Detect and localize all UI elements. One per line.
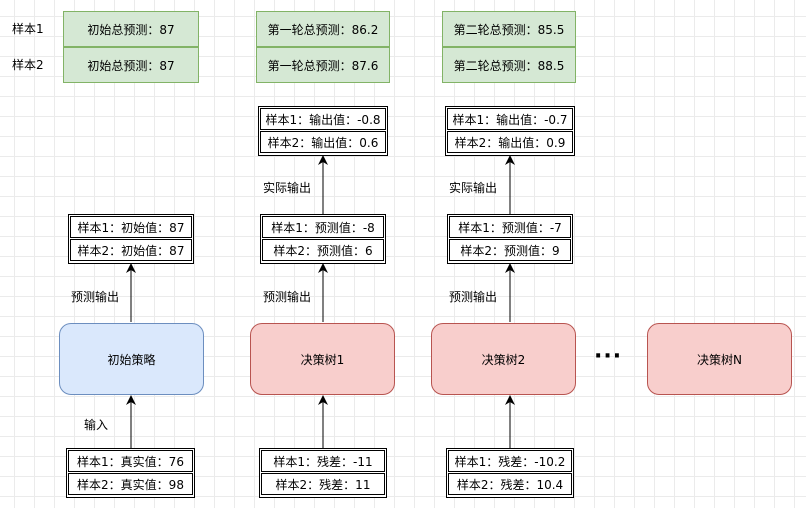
input-row-sample1: 样本1：真实值：76 bbox=[68, 450, 193, 472]
summary-initial-sample1: 初始总预测：87 bbox=[63, 11, 199, 47]
prediction-table-tree2: 样本1：预测值：-7 样本2：预测值：9 bbox=[447, 214, 573, 264]
edge-label-actual-output-tree2: 实际输出 bbox=[449, 181, 498, 195]
prediction-row-sample1: 样本1：预测值：-7 bbox=[449, 216, 571, 238]
prediction-row-sample1: 样本1：初始值：87 bbox=[70, 216, 192, 238]
summary-initial-sample2: 初始总预测：87 bbox=[63, 47, 199, 83]
output-table-tree1: 样本1：输出值：-0.8 样本2：输出值：0.6 bbox=[258, 106, 388, 156]
node-tree-1: 决策树1 bbox=[250, 323, 395, 395]
edge-label-actual-output-tree1: 实际输出 bbox=[263, 181, 312, 195]
output-row-sample1: 样本1：输出值：-0.7 bbox=[447, 108, 573, 130]
output-row-sample1: 样本1：输出值：-0.8 bbox=[260, 108, 386, 130]
prediction-row-sample1: 样本1：预测值：-8 bbox=[262, 216, 384, 238]
output-row-sample2: 样本2：输出值：0.9 bbox=[447, 131, 573, 153]
summary-round1-sample1: 第一轮总预测：86.2 bbox=[256, 11, 390, 47]
node-tree-n: 决策树N bbox=[647, 323, 792, 395]
summary-round2-sample2: 第二轮总预测：88.5 bbox=[442, 47, 576, 83]
node-initial-strategy: 初始策略 bbox=[59, 323, 204, 395]
prediction-row-sample2: 样本2：预测值：9 bbox=[449, 239, 571, 261]
edge-label-predict-output-tree1: 预测输出 bbox=[263, 290, 312, 304]
output-table-tree2: 样本1：输出值：-0.7 样本2：输出值：0.9 bbox=[445, 106, 575, 156]
edge-label-predict-output-tree2: 预测输出 bbox=[449, 290, 498, 304]
input-table-tree2: 样本1：残差：-10.2 样本2：残差：10.4 bbox=[446, 448, 574, 498]
prediction-table-tree1: 样本1：预测值：-8 样本2：预测值：6 bbox=[260, 214, 386, 264]
input-table-tree1: 样本1：残差：-11 样本2：残差：11 bbox=[259, 448, 387, 498]
input-row-sample1: 样本1：残差：-10.2 bbox=[448, 450, 572, 472]
row-label-sample1: 样本1 bbox=[12, 22, 44, 36]
node-tree-2: 决策树2 bbox=[431, 323, 576, 395]
prediction-row-sample2: 样本2：初始值：87 bbox=[70, 239, 192, 261]
input-row-sample1: 样本1：残差：-11 bbox=[261, 450, 385, 472]
input-row-sample2: 样本2：真实值：98 bbox=[68, 473, 193, 495]
prediction-row-sample2: 样本2：预测值：6 bbox=[262, 239, 384, 261]
output-row-sample2: 样本2：输出值：0.6 bbox=[260, 131, 386, 153]
edge-label-input: 输入 bbox=[84, 418, 109, 432]
prediction-table-initial: 样本1：初始值：87 样本2：初始值：87 bbox=[68, 214, 194, 264]
edge-label-predict-output-initial: 预测输出 bbox=[71, 290, 120, 304]
input-row-sample2: 样本2：残差：11 bbox=[261, 473, 385, 495]
summary-round1-sample2: 第一轮总预测：87.6 bbox=[256, 47, 390, 83]
row-label-sample2: 样本2 bbox=[12, 58, 44, 72]
summary-round2-sample1: 第二轮总预测：85.5 bbox=[442, 11, 576, 47]
ellipsis: ··· bbox=[594, 344, 623, 369]
input-row-sample2: 样本2：残差：10.4 bbox=[448, 473, 572, 495]
input-table-initial: 样本1：真实值：76 样本2：真实值：98 bbox=[66, 448, 195, 498]
